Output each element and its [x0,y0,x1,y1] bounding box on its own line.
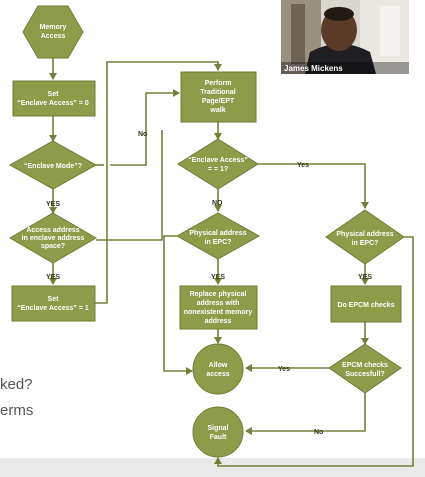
node-text: in EPC? [205,239,232,246]
edge-label-yes: Yes [278,366,290,373]
node-text: address with [197,300,240,307]
edge-label-yes: Yes [297,162,309,169]
node-text: Do EPCM checks [337,302,394,309]
edges [49,58,414,467]
edge-label-no: NO [212,200,223,207]
node-text: Allow [209,362,228,369]
edge-set-one-to-walk [95,61,222,304]
edge-success-no-to-fault [245,393,366,435]
node-text: “Enclave Access” = 0 [17,100,89,107]
node-text: Physical address [189,230,246,237]
node-text: Traditional [200,89,235,96]
node-text: Set [48,91,60,98]
node-text: Signal [207,425,228,432]
node-text: Fault [210,434,227,441]
edge-eq-yes-to-phys-right [258,163,369,209]
edge-label-yes: YES [46,201,60,208]
edge-label-no: No [138,131,147,138]
edge-phys-left-no-to-allow [163,235,193,375]
node-text: access [206,371,229,378]
node-text: Replace physical [190,291,247,298]
node-text: walk [209,107,225,114]
node-text: “Enclave Access” [188,157,248,164]
edge-label-no: No [314,429,323,436]
node-text: Memory [40,24,67,31]
node-phys-left-decision: Physical address in EPC? [175,212,261,260]
node-text: nonexistent memory [184,309,253,316]
node-text: in EPC? [352,240,379,247]
node-text: Succesfull? [345,371,384,378]
node-set-enclave-one: Set “Enclave Access” = 1 [11,285,96,322]
node-allow-access: Allow access [192,343,244,395]
node-text: address [205,318,232,325]
speaker-name-label: James Mickens [284,64,343,73]
node-text: = = 1? [208,166,228,173]
edge-label-yes: YES [211,274,225,281]
node-text: Perform [205,80,232,87]
node-text: Access [41,33,66,40]
slide-text-line: ked? [0,376,33,393]
node-epcm-checks: Do EPCM checks [330,285,402,323]
node-text: Physical address [336,231,393,238]
node-text: space? [41,243,65,250]
edge-mode-no-to-walk [110,89,180,166]
svg-text:Set“Enclave Access” = 1: Set “Enclave Access” = 1 [17,296,89,312]
svg-text:“Enclave Access”= = 1?: “Enclave Access” = = 1? [188,157,248,173]
node-set-enclave-zero: Set “Enclave Access” = 0 [12,80,96,117]
node-replace-physical: Replace physical address with nonexistent … [179,285,258,330]
node-text: “Enclave Access” = 1 [17,305,89,312]
node-text: “Enclave Mode”? [24,163,82,170]
svg-text:Set“Enclave Access” = 0: Set “Enclave Access” = 0 [17,91,89,107]
speaker-video-thumbnail: James Mickens [281,0,409,74]
edge-label-yes: YES [358,274,372,281]
node-text: Page/EPT [202,98,235,105]
edge-access-no-to-walk [96,130,163,241]
node-text: Access address [26,227,79,234]
node-text: EPCM checks [342,362,388,369]
node-text: Set [48,296,60,303]
edge-label-yes: YES [46,274,60,281]
slide-text-line: erms [0,402,33,419]
node-text: in enclave address [22,235,85,242]
node-enclave-eq-decision: “Enclave Access” = = 1? [177,138,259,190]
edge-labels: YES YES No Yes NO YES YES Yes No [46,131,372,436]
node-phys-right-decision: Physical address in EPC? [325,209,405,265]
speaker-body [305,44,376,74]
node-enclave-mode-decision: “Enclave Mode”? [8,140,98,190]
edge-phys-right-no-to-fault [214,236,414,467]
bottom-bar [0,458,425,477]
